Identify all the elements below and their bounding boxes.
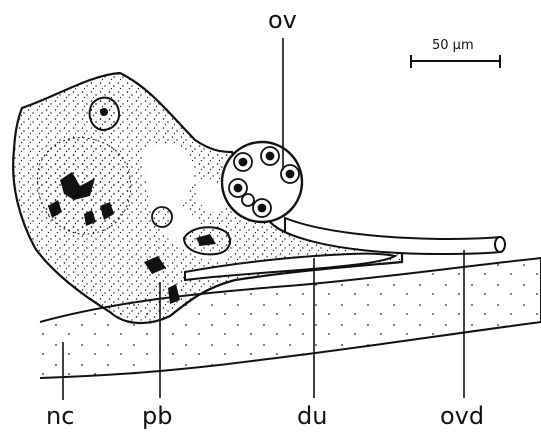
label-pb: pb — [142, 404, 172, 428]
label-ov: ov — [268, 8, 297, 32]
label-du: du — [297, 404, 327, 428]
label-nc: nc — [46, 404, 74, 428]
round-inclusion — [152, 207, 172, 227]
label-ovd: ovd — [440, 404, 484, 428]
scale-bar-label: 50 µm — [432, 38, 474, 53]
scale-bar — [411, 55, 500, 68]
oviduct-opening — [495, 237, 505, 252]
